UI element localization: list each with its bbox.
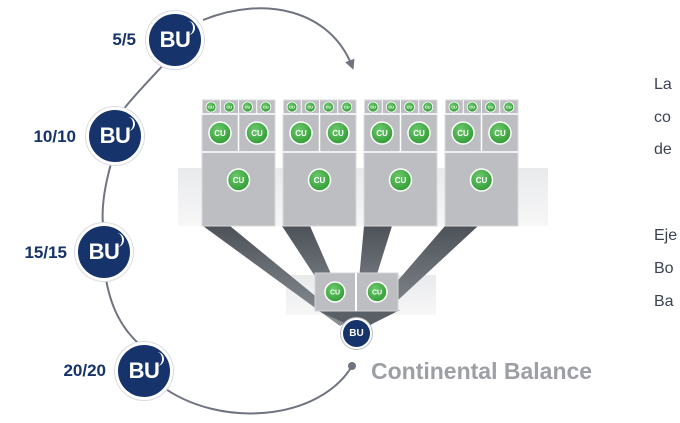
cu-token: CU [326,121,350,145]
cu-label: CU [388,104,394,109]
cu-label: CU [214,129,226,138]
flow-arc-top [202,7,355,70]
cu-token: CU [503,101,515,113]
cu-label: CU [245,104,251,109]
cu-token: CU [488,121,512,145]
cu-token: CU [385,101,397,113]
cu-label: CU [372,289,382,296]
cu-token: CU [448,101,460,113]
cu-token: CU [223,101,235,113]
cu-token: CU [367,101,379,113]
cu-label: CU [451,104,457,109]
cu-token: CU [366,281,388,303]
cu-token: CU [242,101,253,113]
cu-token: CU [286,101,298,113]
cu-token: CU [388,168,413,192]
cu-label: CU [370,104,376,109]
cu-label: CU [469,104,475,109]
cu-token: CU [304,101,316,113]
cu-token: CU [289,121,313,145]
side-text-line-4: Eje [654,227,678,244]
cu-token: CU [404,101,415,113]
cu-label: CU [326,104,332,109]
ratio-label: 10/10 [33,127,76,146]
bu-badge-15: BU [75,223,133,281]
cu-label: CU [295,129,307,138]
cu-label: CU [344,104,350,109]
cu-label: CU [330,289,340,296]
bu-label: BU [128,358,160,383]
cu-label: CU [289,104,295,109]
cu-label: CU [425,104,431,109]
flow-arc-bottom [159,365,353,415]
cu-label: CU [332,129,344,138]
cu-token: CU [307,168,332,192]
cu-label: CU [407,104,413,109]
server-box: CU CU CU CU CU CU CU [363,99,438,227]
cu-token: CU [323,101,334,113]
server-box: CU CU CU CU CU CU CU [201,99,276,227]
cu-label: CU [488,104,494,109]
cu-label: CU [506,104,512,109]
cu-token: CU [245,121,269,145]
cu-label: CU [413,129,425,138]
cu-token: CU [451,121,475,145]
bu-badge-20: BU [115,342,173,400]
cu-token: CU [260,101,272,113]
cu-label: CU [376,129,388,138]
server-box: CU CU CU CU CU CU CU [444,99,519,227]
center-bu-badge: BU [341,318,372,349]
cu-label: CU [208,104,214,109]
cu-token: CU [407,121,431,145]
ratio-label: 15/15 [24,243,67,262]
flow-arc-left [101,59,169,346]
swoosh-icon [115,233,124,247]
cu-token: CU [485,101,496,113]
cu-token: CU [341,101,353,113]
flow-end-dot [348,362,356,370]
cu-label: CU [314,176,326,185]
cu-token: CU [466,101,478,113]
bu-label: BU [159,27,191,52]
bu-badge-10: BU [86,107,144,165]
side-text-line-2: co [654,109,671,126]
cu-token: CU [208,121,232,145]
cu-label: CU [457,129,469,138]
server-box: CU CU CU CU CU CU CU [282,99,357,227]
swoosh-icon [126,117,135,131]
cu-label: CU [233,176,245,185]
cu-label: CU [307,104,313,109]
cu-token: CU [469,168,494,192]
cu-token: CU [422,101,434,113]
lower-cu-group: CU CU [324,281,388,303]
cu-label: CU [494,129,506,138]
ratio-label: 5/5 [112,30,136,49]
side-text-line-6: Ba [654,293,674,310]
swoosh-icon [186,21,195,35]
cu-token: CU [226,168,251,192]
cu-label: CU [263,104,269,109]
side-text-line-5: Bo [654,260,674,277]
cu-token: CU [370,121,394,145]
continental-balance-title: Continental Balance [371,358,593,384]
cu-label: CU [395,176,407,185]
ratio-label: 20/20 [63,361,106,380]
cu-label: CU [476,176,488,185]
bu-label: BU [88,239,120,264]
bu-label: BU [99,123,131,148]
cu-label: CU [251,129,263,138]
cu-token: CU [205,101,217,113]
side-text-line-3: de [654,141,672,158]
cu-label: CU [226,104,232,109]
swoosh-icon [155,352,164,366]
side-text-line-1: La [654,76,672,93]
center-bu-label: BU [349,327,364,339]
cu-token: CU [324,281,346,303]
bu-badge-5: BU [146,11,204,69]
